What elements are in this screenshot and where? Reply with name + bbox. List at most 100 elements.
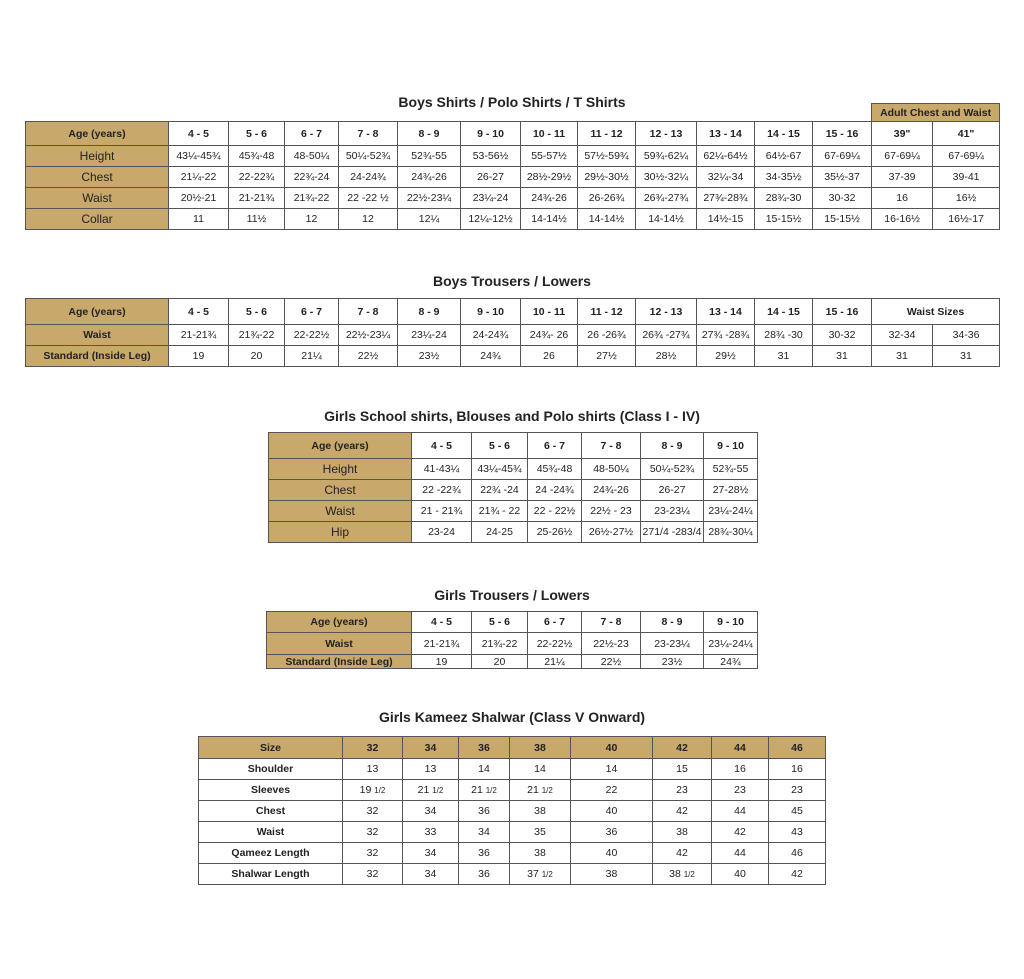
table-cell: 44 [711,842,769,864]
table-cell: 32 [342,800,403,822]
table-cell: 53-56½ [460,145,521,167]
cell-value: 33 [424,826,437,838]
column-header: 7 - 8 [581,611,641,633]
row-label-shoulder: Shoulder [198,758,343,780]
table-cell: 12¼-12½ [460,208,521,230]
table-cell: 41-43¼ [411,458,472,480]
table-cell: 34-35½ [754,166,813,188]
table-cell: 22¾ -24 [471,479,528,501]
table-cell: 26-26¾ [577,187,636,209]
table-cell: 23¼-24¼ [703,500,758,522]
table-cell: 22½-23¼ [397,187,461,209]
table-cell: 33 [402,821,459,843]
column-header: 8 - 9 [397,298,461,325]
table-cell: 24¾ [703,654,758,669]
table-cell: 26½-27½ [581,521,641,543]
table-cell: 67-69¼ [932,145,1001,167]
table-cell: 36 [570,821,653,843]
cell-value: 45 [791,805,803,817]
table-cell: 14½-15 [696,208,755,230]
table-cell: 23½ [640,654,704,669]
column-header: 40 [570,736,653,759]
cell-value: 44 [734,805,746,817]
table-cell: 42 [652,800,712,822]
column-header: 41" [932,121,1001,146]
column-header: 6 - 7 [284,121,339,146]
table-cell: 22¾-24 [284,166,339,188]
table-cell: 24 -24¾ [527,479,582,501]
column-header: 11 - 12 [577,298,636,325]
cell-value: 23 [791,784,803,796]
column-header: 6 - 7 [527,432,582,459]
column-header: 14 - 15 [754,121,813,146]
table-cell: 31 [754,345,813,367]
row-label-collar: Collar [25,208,169,230]
cell-value: 36 [605,826,618,838]
table-cell: 55-57½ [520,145,578,167]
cell-value: 42 [676,805,688,817]
table-cell: 42 [652,842,712,864]
table-cell: 13 [342,758,403,780]
table-cell: 15-15½ [754,208,813,230]
table-cell: 23 [768,779,826,801]
cell-value: 36 [478,847,490,859]
row-label-height: Height [25,145,169,167]
column-header: 13 - 14 [696,121,755,146]
table-cell: 34-36 [931,324,1001,346]
cell-value: 46 [791,847,803,859]
table-cell: 20 [471,654,528,669]
table-cell: 21-21¾ [168,324,229,346]
table-cell: 21 1/2 [509,779,571,801]
row-label-chest: Chest [198,800,343,822]
column-header: 11 - 12 [577,121,636,146]
table-cell: 45¾-48 [527,458,582,480]
table-cell: 26-27 [640,479,704,501]
table-cell: 36 [458,842,510,864]
row-label-shalwar-length: Shalwar Length [198,863,343,885]
table-cell: 21-21¾ [411,632,472,655]
cell-fraction: 1/2 [541,786,553,795]
table-cell: 30½-32¼ [635,166,697,188]
table-cell: 12 [338,208,398,230]
row-label-sleeves: Sleeves [198,779,343,801]
cell-value: 37 [527,868,539,880]
table-cell: 34 [458,821,510,843]
header-label: Age (years) [25,121,169,146]
cell-value: 16 [734,763,746,775]
cell-value: 32 [366,868,379,880]
column-header: 9 - 10 [703,611,758,633]
table-cell: 40 [570,842,653,864]
table-cell: 39-41 [932,166,1001,188]
cell-value: 40 [605,805,618,817]
cell-value: 40 [734,868,746,880]
column-header: 7 - 8 [338,298,398,325]
table-cell: 36 [458,863,510,885]
table-cell: 37 1/2 [509,863,571,885]
table-cell: 19 [168,345,229,367]
table-cell: 23-24 [411,521,472,543]
table-cell: 22½-23 [581,632,641,655]
table-cell: 14-14½ [577,208,636,230]
table-cell: 36 [458,800,510,822]
column-header: 36 [458,736,510,759]
column-header: 7 - 8 [581,432,641,459]
table-cell: 21¼-22 [168,166,229,188]
table-cell: 271/4 -283/4 [640,521,704,543]
table-cell: 23 [711,779,769,801]
table-cell: 38 1/2 [652,863,712,885]
table-cell: 16 [871,187,934,209]
header-label: Age (years) [266,611,412,633]
column-header: 6 - 7 [284,298,339,325]
table-cell: 29½ [696,345,755,367]
